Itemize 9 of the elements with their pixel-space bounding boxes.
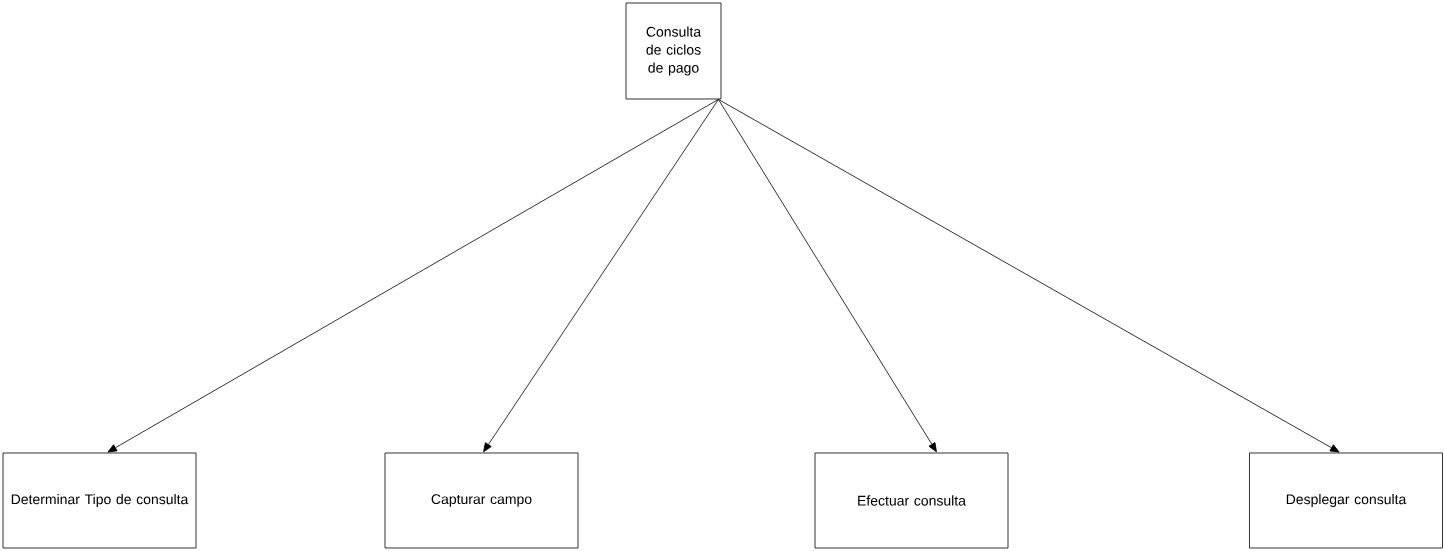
arrow	[107, 99, 719, 453]
arrow	[718, 99, 1340, 453]
process-box: Efectuar consulta	[814, 452, 1009, 549]
arrow	[718, 99, 937, 453]
arrow	[483, 99, 719, 453]
process-box: Consulta de ciclos de pago	[625, 2, 722, 100]
process-box: Determinar Tipo de consulta	[2, 452, 197, 549]
process-box: Capturar campo	[384, 452, 579, 549]
process-box: Desplegar consulta	[1249, 452, 1443, 549]
